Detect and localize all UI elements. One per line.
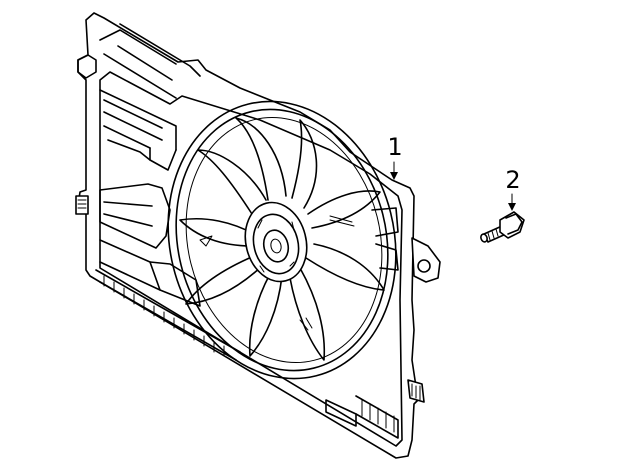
callout-2-arrow bbox=[508, 203, 516, 211]
callout-1: 1 bbox=[387, 133, 403, 180]
callout-1-arrow bbox=[390, 172, 398, 180]
callout-1-label: 1 bbox=[387, 133, 402, 161]
shroud-inner-rim bbox=[99, 71, 403, 447]
bolt bbox=[480, 211, 525, 243]
shroud-left-clip bbox=[75, 195, 89, 215]
fan-blades bbox=[179, 117, 385, 361]
callout-2: 2 bbox=[505, 166, 521, 211]
callout-2-label: 2 bbox=[505, 166, 520, 194]
fan-ring bbox=[167, 100, 397, 380]
fan-hub bbox=[244, 201, 308, 283]
shroud-bottom-ribs bbox=[95, 269, 241, 361]
